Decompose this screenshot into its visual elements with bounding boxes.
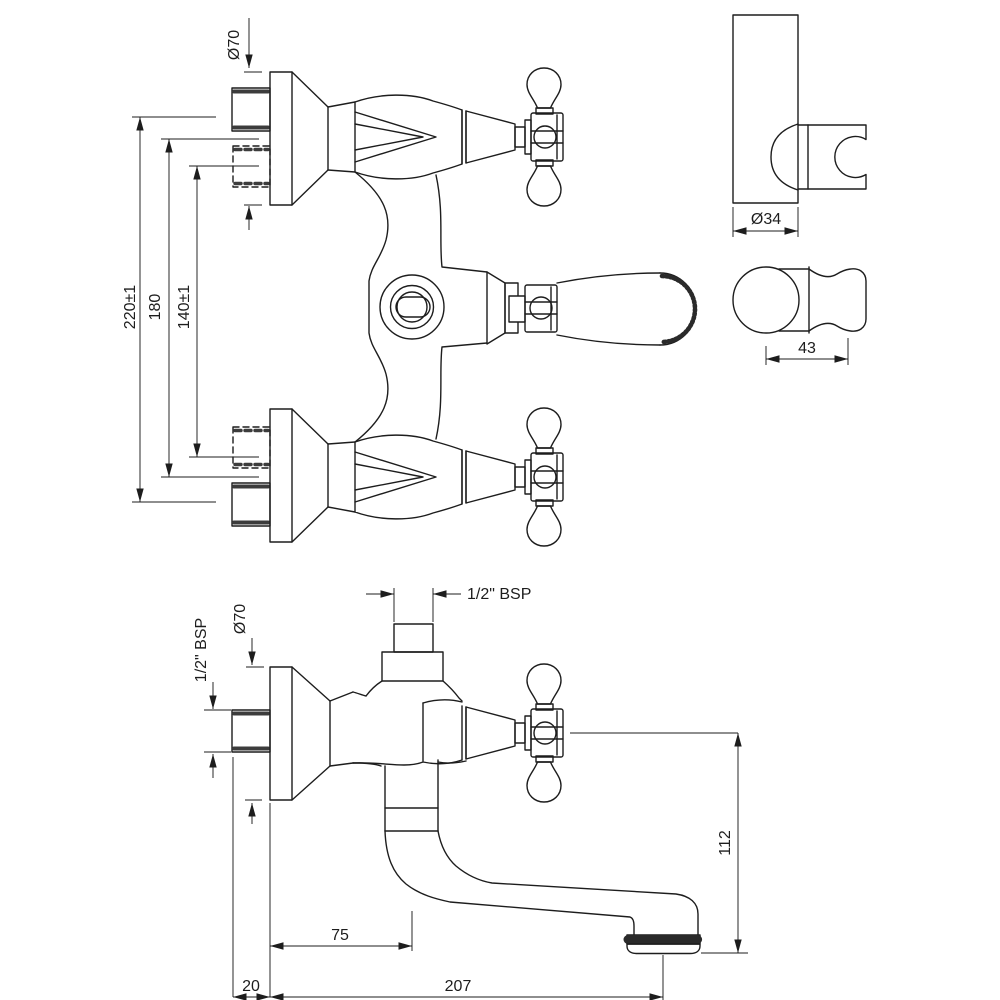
dim-label-140: 140±1 bbox=[176, 285, 193, 329]
dim-label-75: 75 bbox=[331, 927, 349, 944]
top-outlet bbox=[365, 623, 463, 702]
wall-union-side bbox=[231, 666, 354, 801]
side-view-dimensions bbox=[204, 588, 748, 1000]
wall-union-bottom bbox=[231, 408, 356, 543]
dim-label-20: 20 bbox=[242, 978, 260, 995]
holder-top-view: 43 bbox=[732, 266, 867, 365]
holder-side-dimensions bbox=[732, 207, 799, 237]
spout bbox=[384, 759, 704, 955]
front-view: Ø70 220±1 180 140±1 bbox=[122, 18, 698, 547]
dim-label-43: 43 bbox=[798, 340, 816, 357]
holder-side-view: Ø34 bbox=[732, 14, 867, 237]
dim-label-dia70-side: Ø70 bbox=[232, 604, 249, 634]
diverter-lever bbox=[486, 271, 698, 346]
wall-union-top bbox=[231, 71, 356, 206]
dim-label-dia70-front: Ø70 bbox=[226, 30, 243, 60]
mixer-body-side bbox=[352, 691, 467, 767]
side-view: 1/2" BSP 1/2" BSP Ø70 75 20 207 112 bbox=[193, 586, 748, 1000]
side-valve-handle bbox=[461, 663, 564, 803]
dim-label-112: 112 bbox=[717, 830, 734, 856]
dim-label-207: 207 bbox=[445, 978, 472, 995]
dim-label-180: 180 bbox=[147, 294, 164, 321]
bottom-valve-handle bbox=[461, 407, 564, 547]
dim-label-220: 220±1 bbox=[122, 285, 139, 329]
dim-label-bsp-top: 1/2" BSP bbox=[467, 586, 531, 603]
dim-label-dia34: Ø34 bbox=[751, 211, 781, 228]
holder-top-dimensions bbox=[765, 338, 849, 365]
top-valve-handle bbox=[461, 67, 564, 207]
mixer-body-front bbox=[354, 94, 488, 520]
front-view-dimensions bbox=[132, 18, 262, 503]
dim-label-bsp-left: 1/2" BSP bbox=[193, 618, 210, 682]
